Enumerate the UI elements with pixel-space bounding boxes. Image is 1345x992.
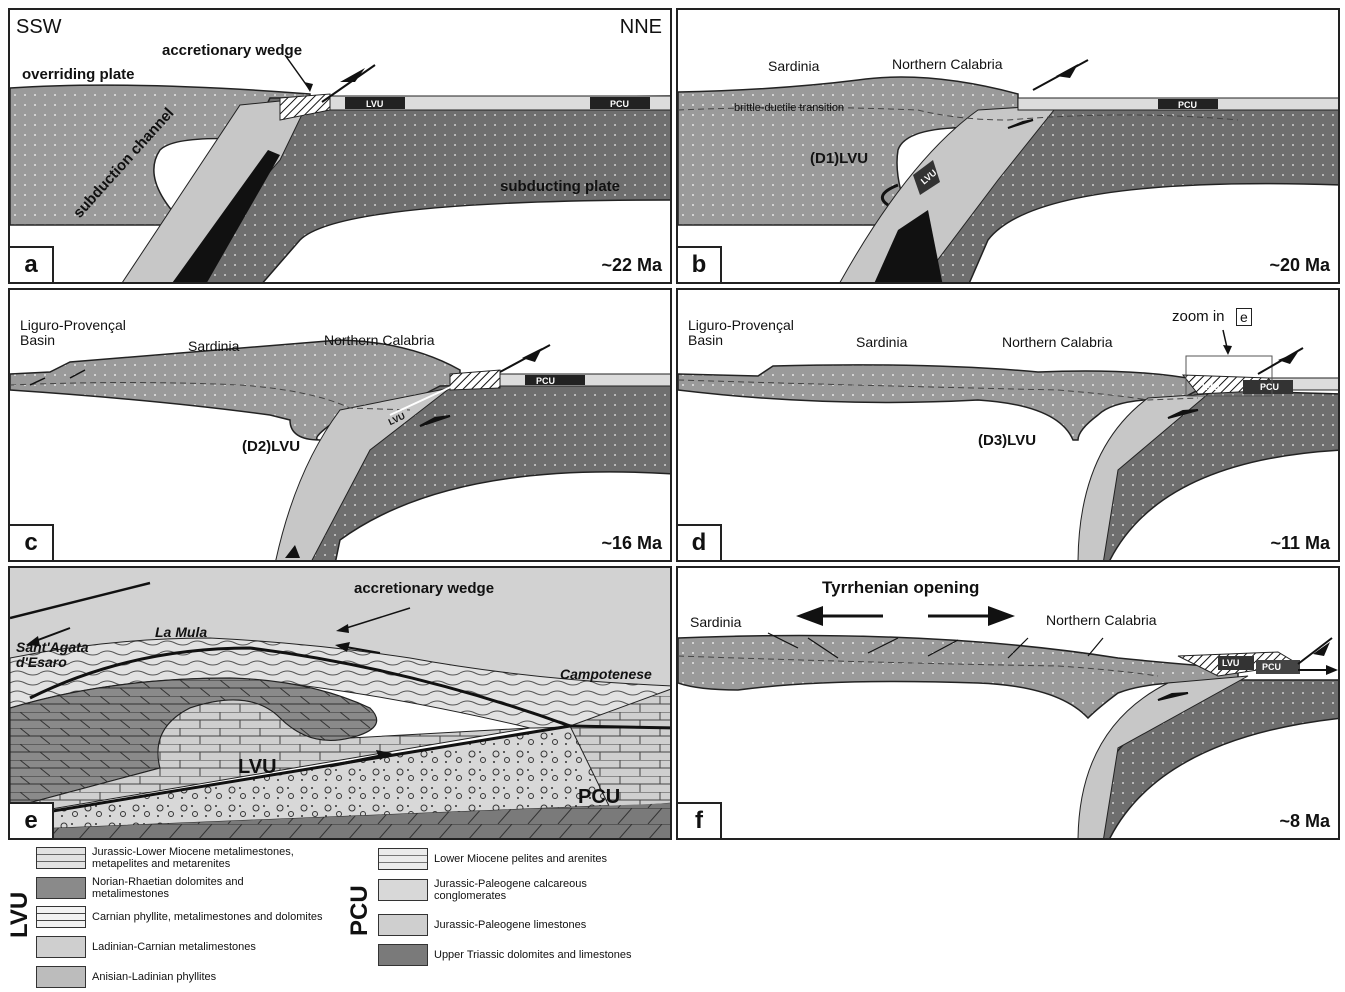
- label-zoom-target: e: [1236, 308, 1252, 326]
- trench-arrow-icon: [1326, 665, 1338, 675]
- panel-c: Liguro-Provençal Basin Sardinia Northern…: [8, 288, 672, 562]
- panel-letter-b: b: [678, 246, 722, 282]
- legend-pcu-title: PCU: [346, 885, 374, 936]
- legend: LVU PCU Jurassic-Lower Miocene metalimes…: [0, 842, 700, 992]
- wedge-shape: [450, 370, 500, 390]
- legend-item-pcu-4: Upper Triassic dolomites and limestones: [378, 944, 631, 966]
- tag-pcu: PCU: [1260, 382, 1279, 392]
- swatch-metalimestone: [36, 936, 86, 958]
- panel-b: Sardinia Northern Calabria brittle-ducti…: [676, 8, 1340, 284]
- panel-letter-f: f: [678, 802, 722, 838]
- label-northern-calabria: Northern Calabria: [1046, 612, 1157, 628]
- age-f: ~8 Ma: [1279, 811, 1330, 832]
- panel-letter-d: d: [678, 524, 722, 560]
- label-d1-lvu: (D1)LVU: [810, 150, 868, 167]
- thrust-arrow-icon: [1056, 64, 1078, 78]
- label-sardinia: Sardinia: [768, 58, 819, 74]
- legend-text-lvu-2: Norian-Rhaetian dolomites and metalimest…: [92, 876, 244, 900]
- legend-item-lvu-3: Carnian phyllite, metalimestones and dol…: [36, 906, 323, 928]
- age-d: ~11 Ma: [1270, 533, 1330, 554]
- label-lvu: LVU: [238, 756, 277, 779]
- label-accretionary-wedge: accretionary wedge: [354, 580, 494, 597]
- tag-pcu: PCU: [610, 99, 629, 109]
- legend-text-pcu-2: Jurassic-Paleogene calcareous conglomera…: [434, 878, 587, 902]
- legend-text-lvu-5: Anisian-Ladinian phyllites: [92, 971, 216, 983]
- pointer-arrow-icon: [304, 82, 313, 92]
- legend-lvu-title: LVU: [6, 892, 34, 938]
- tag-lvu: LVU: [366, 99, 383, 109]
- panel-e-drawing: [10, 568, 672, 840]
- label-tyrrhenian-opening: Tyrrhenian opening: [822, 578, 979, 598]
- label-northern-calabria: Northern Calabria: [892, 56, 1003, 72]
- legend-item-pcu-1: Lower Miocene pelites and arenites: [378, 848, 607, 870]
- thrust-line: [1298, 638, 1332, 664]
- legend-item-pcu-3: Jurassic-Paleogene limestones: [378, 914, 586, 936]
- label-accretionary-wedge: accretionary wedge: [162, 42, 302, 59]
- tag-pcu: PCU: [536, 376, 555, 386]
- thrust-arrow-icon: [1278, 352, 1298, 364]
- opening-arrow-left-icon: [796, 606, 823, 626]
- label-northern-calabria: Northern Calabria: [1002, 334, 1113, 350]
- tag-lvu: LVU: [1202, 382, 1219, 392]
- label-liguro-provencal-basin: Liguro-Provençal Basin: [20, 318, 126, 348]
- swatch-pelites: [378, 848, 428, 870]
- label-zoom-in: zoom in: [1172, 308, 1225, 325]
- swatch-dolomite: [36, 877, 86, 899]
- legend-item-lvu-5: Anisian-Ladinian phyllites: [36, 966, 216, 988]
- panel-letter-e: e: [10, 802, 54, 838]
- panel-b-drawing: [678, 10, 1340, 284]
- label-sardinia: Sardinia: [690, 614, 741, 630]
- swatch-triassic-dolomites: [378, 944, 428, 966]
- label-subducting-plate: subducting plate: [500, 178, 620, 195]
- swatch-phyllites: [36, 966, 86, 988]
- direction-ssw: SSW: [16, 16, 62, 39]
- label-sardinia: Sardinia: [188, 338, 239, 354]
- tag-pcu: PCU: [1262, 662, 1281, 672]
- label-sardinia: Sardinia: [856, 334, 907, 350]
- label-d2-lvu: (D2)LVU: [242, 438, 300, 455]
- panel-e: accretionary wedge La Mula Sant'Agata d'…: [8, 566, 672, 840]
- panel-d: Liguro-Provençal Basin Sardinia Northern…: [676, 288, 1340, 562]
- label-northern-calabria: Northern Calabria: [324, 332, 435, 348]
- panel-f: Tyrrhenian opening Sardinia Northern Cal…: [676, 566, 1340, 840]
- thrust-line: [1258, 348, 1303, 374]
- label-overriding-plate: overriding plate: [22, 66, 135, 83]
- swatch-phyllite: [36, 906, 86, 928]
- tag-lvu: LVU: [1222, 658, 1239, 668]
- direction-nne: NNE: [620, 16, 662, 39]
- label-d3-lvu: (D3)LVU: [978, 432, 1036, 449]
- label-la-mula: La Mula: [155, 624, 207, 640]
- legend-item-lvu-4: Ladinian-Carnian metalimestones: [36, 936, 256, 958]
- label-campotenese: Campotenese: [560, 666, 652, 682]
- opening-arrow-right-icon: [988, 606, 1015, 626]
- thrust-arrow-icon: [522, 348, 542, 362]
- thrust-arrow-icon: [1313, 642, 1330, 656]
- legend-text-lvu-4: Ladinian-Carnian metalimestones: [92, 941, 256, 953]
- legend-text-pcu-4: Upper Triassic dolomites and limestones: [434, 949, 631, 961]
- panel-f-drawing: [678, 568, 1340, 840]
- tag-pcu: PCU: [1178, 100, 1197, 110]
- panel-letter-c: c: [10, 524, 54, 560]
- legend-item-pcu-2: Jurassic-Paleogene calcareous conglomera…: [378, 878, 587, 902]
- label-brittle-ductile-transition: brittle-ductile transition: [734, 102, 844, 114]
- age-a: ~22 Ma: [601, 255, 662, 276]
- legend-item-lvu-2: Norian-Rhaetian dolomites and metalimest…: [36, 876, 244, 900]
- swatch-conglomerates: [378, 879, 428, 901]
- panel-a-drawing: [10, 10, 672, 284]
- swatch-limestones: [378, 914, 428, 936]
- legend-item-lvu-1: Jurassic-Lower Miocene metalimestones, m…: [36, 846, 294, 870]
- age-b: ~20 Ma: [1269, 255, 1330, 276]
- swatch-metapelite: [36, 847, 86, 869]
- panel-letter-a: a: [10, 246, 54, 282]
- zoom-arrow-icon: [1223, 345, 1232, 355]
- legend-text-pcu-1: Lower Miocene pelites and arenites: [434, 853, 607, 865]
- label-sant-agata: Sant'Agata d'Esaro: [16, 640, 89, 670]
- age-c: ~16 Ma: [601, 533, 662, 554]
- legend-text-pcu-3: Jurassic-Paleogene limestones: [434, 919, 586, 931]
- label-liguro-provencal-basin: Liguro-Provençal Basin: [688, 318, 794, 348]
- legend-text-lvu-3: Carnian phyllite, metalimestones and dol…: [92, 911, 323, 923]
- panel-a: SSW NNE overriding plate accretionary we…: [8, 8, 672, 284]
- legend-text-lvu-1: Jurassic-Lower Miocene metalimestones, m…: [92, 846, 294, 870]
- label-pcu: PCU: [578, 786, 620, 809]
